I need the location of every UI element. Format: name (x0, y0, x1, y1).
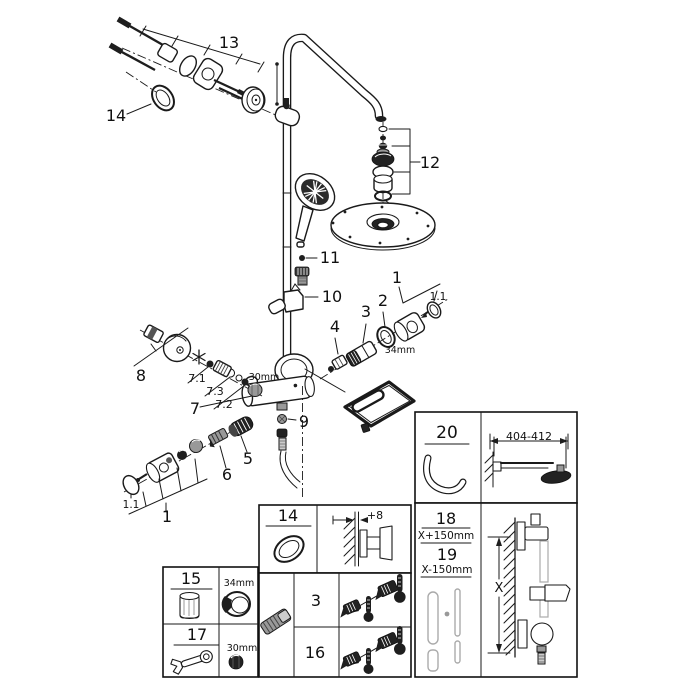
hand-shower (294, 173, 336, 248)
part-label-7-1: 7.1 (188, 372, 206, 385)
parts-5-6-1-group (122, 416, 254, 515)
size-label-30mm: 30mm (249, 372, 280, 383)
ref-box-18-19 (414, 502, 578, 678)
part-label-1-1-a: 1.1 (430, 291, 447, 303)
part-label-4: 4 (330, 317, 340, 336)
ref-size-30mm: 30mm (227, 643, 258, 654)
part-label-13: 13 (219, 33, 239, 52)
shower-column-and-arm (282, 33, 387, 365)
ref-sub-18: X+150mm (418, 530, 475, 542)
part-label-9: 9 (299, 412, 309, 431)
part-label-5: 5 (243, 449, 253, 468)
dim-x-label: X (495, 581, 504, 596)
ref-label-20: 20 (436, 423, 458, 443)
part-label-7-2: 7.2 (215, 398, 233, 411)
part-label-1-b: 1 (162, 507, 172, 526)
dim-404-412: 404-412 (506, 430, 552, 443)
part-label-11: 11 (320, 248, 340, 267)
seal-ring-14 (126, 84, 175, 115)
part-9-group (276, 386, 303, 498)
ref-label-19: 19 (437, 545, 457, 564)
part-label-1-1-b: 1.1 (123, 499, 140, 511)
part-label-2: 2 (378, 291, 388, 310)
part-11-seal (299, 255, 318, 261)
ref-box-20 (414, 411, 578, 504)
slider-holder-10 (268, 283, 319, 315)
ref-label-15: 15 (181, 569, 201, 588)
ref-label-16: 16 (305, 643, 325, 662)
ref-label-17: 17 (187, 625, 207, 644)
ref-box-14 (258, 504, 412, 574)
part-label-8: 8 (136, 366, 146, 385)
part-label-7: 7 (190, 399, 200, 418)
wall-union-assembly-13 (108, 16, 301, 127)
reference-table: 20 404-412 (162, 411, 578, 678)
size-label-34mm: 34mm (385, 345, 416, 356)
part-label-1-a: 1 (392, 268, 402, 287)
ref-box-3-16 (258, 572, 412, 678)
ref-label-3: 3 (311, 591, 321, 610)
ref-label-14: 14 (278, 506, 298, 525)
ref-size-34mm: 34mm (224, 578, 255, 589)
part-label-6: 6 (222, 465, 232, 484)
parts-1-2-3-4-group (319, 283, 449, 380)
ref-box-15-17 (162, 566, 259, 678)
parts-7-8-group (133, 324, 263, 410)
part-label-3: 3 (361, 302, 371, 321)
soap-dish-tray (304, 368, 416, 433)
dim-plus8: +8 (367, 509, 383, 522)
rain-shower-head (330, 202, 436, 251)
part-label-14: 14 (106, 106, 126, 125)
head-shower-parts-12 (371, 122, 421, 220)
hose-nut (294, 266, 310, 286)
part-label-7-3: 7.3 (206, 385, 224, 398)
ref-label-18: 18 (436, 509, 456, 528)
part-label-10: 10 (322, 287, 342, 306)
part-label-12: 12 (420, 153, 440, 172)
ref-sub-19: X-150mm (422, 564, 473, 576)
